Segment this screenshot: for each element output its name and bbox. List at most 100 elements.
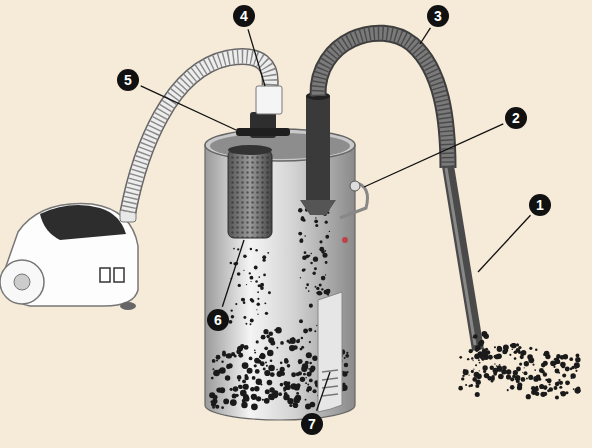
debris-particle	[258, 360, 260, 362]
debris-particle	[250, 248, 253, 251]
debris-particle	[237, 248, 239, 250]
debris-particle	[301, 216, 304, 219]
debris-particle	[256, 309, 257, 310]
debris-particle	[242, 380, 246, 384]
debris-particle	[250, 387, 255, 392]
ash-particle	[478, 341, 484, 347]
debris-particle	[276, 347, 278, 349]
debris-particle	[230, 399, 237, 406]
ash-particle	[472, 377, 477, 382]
leader-line	[141, 86, 236, 130]
debris-particle	[225, 375, 230, 380]
debris-particle	[258, 276, 260, 278]
ash-particle	[569, 357, 573, 361]
debris-particle	[242, 298, 245, 301]
debris-particle	[268, 337, 274, 343]
ash-particle	[519, 363, 522, 366]
debris-particle	[262, 399, 264, 401]
debris-particle	[238, 385, 241, 388]
debris-particle	[237, 347, 241, 351]
debris-particle	[344, 357, 346, 359]
leader-line	[248, 29, 265, 86]
ash-particle	[479, 370, 480, 371]
callout-number: 6	[207, 309, 229, 331]
ash-particle	[524, 367, 525, 368]
debris-particle	[250, 319, 254, 323]
bucket-body	[205, 145, 355, 420]
ash-particle	[547, 389, 550, 392]
debris-particle	[313, 257, 318, 262]
bracket-slot	[322, 378, 338, 380]
ash-particle	[463, 369, 465, 371]
debris-particle	[260, 361, 265, 366]
debris-particle	[237, 272, 241, 276]
filter-cartridge	[228, 150, 272, 238]
debris-particle	[254, 350, 256, 352]
debris-particle	[302, 269, 305, 272]
ash-particle	[501, 369, 506, 374]
ash-particle	[518, 386, 522, 390]
inlet-deflector	[300, 200, 336, 215]
ash-particle	[472, 337, 473, 338]
debris-particle	[280, 341, 284, 345]
debris-particle	[233, 386, 239, 392]
debris-particle	[223, 399, 229, 405]
ash-particle	[549, 381, 550, 382]
debris-particle	[315, 217, 316, 218]
callout-number: 2	[505, 107, 527, 129]
debris-particle	[274, 329, 276, 331]
debris-particle	[344, 363, 348, 367]
callout-number: 7	[301, 413, 323, 435]
leader-line	[420, 28, 430, 44]
ash-particle	[559, 383, 561, 385]
debris-particle	[254, 386, 260, 392]
lid-coupling-flange	[236, 128, 290, 136]
inlet-hose	[318, 33, 448, 168]
debris-particle	[329, 231, 330, 232]
callout-number: 5	[117, 69, 139, 91]
debris-particle	[216, 360, 218, 362]
ash-particle	[539, 368, 544, 373]
leader-lines	[141, 28, 531, 411]
ash-particle	[555, 382, 560, 387]
ash-particle	[473, 334, 478, 339]
ash-particle	[502, 349, 507, 354]
bucket-handle	[340, 182, 368, 218]
debris-particle	[256, 379, 262, 385]
debris-particle	[305, 287, 307, 289]
ash-particle	[565, 367, 570, 372]
debris-particle	[219, 367, 225, 373]
debris-particle	[310, 368, 315, 373]
debris-particle	[278, 392, 282, 396]
ash-particle	[471, 370, 474, 373]
debris-particle	[296, 339, 300, 343]
debris-particle	[252, 376, 256, 380]
debris-particle	[216, 388, 219, 391]
ash-particle	[576, 386, 580, 390]
debris-particle	[315, 224, 318, 227]
ash-particle	[544, 351, 550, 357]
ash-particle	[461, 377, 464, 380]
debris-particle	[257, 302, 260, 305]
debris-particle	[230, 262, 232, 264]
debris-particle	[291, 372, 296, 377]
debris-particle	[260, 353, 264, 357]
debris-particle	[268, 365, 275, 372]
ash-particle	[545, 379, 547, 381]
debris-particle	[213, 370, 219, 376]
leader-line	[317, 372, 330, 411]
debris-particle	[263, 368, 266, 371]
debris-particle	[264, 370, 270, 376]
ash-particle	[524, 371, 528, 375]
debris-particle	[269, 387, 274, 392]
debris-particle	[243, 254, 247, 258]
callout-number: 3	[427, 5, 449, 27]
debris-particle	[312, 356, 318, 362]
ash-particle	[539, 384, 544, 389]
debris-particle	[292, 337, 294, 339]
ash-particle	[531, 386, 535, 390]
vacuum-top-panel	[40, 205, 126, 240]
debris-particle	[280, 383, 284, 387]
debris-particle	[254, 364, 257, 367]
